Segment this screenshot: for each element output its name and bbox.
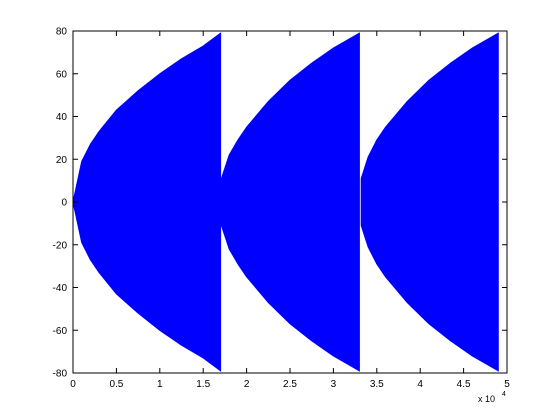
envelope-segment-3 bbox=[360, 32, 499, 372]
y-tick-label: 80 bbox=[56, 27, 68, 38]
y-tick-label: 20 bbox=[56, 155, 68, 166]
x-tick-label: 5 bbox=[504, 379, 510, 390]
x-exponent-label: x 10 bbox=[478, 394, 495, 404]
x-tick-label: 4.5 bbox=[457, 379, 471, 390]
y-tick-label: 40 bbox=[56, 112, 68, 123]
x-exponent-base: x 10 bbox=[478, 394, 495, 404]
y-tick-label: -40 bbox=[53, 283, 68, 294]
x-exponent-power: 4 bbox=[502, 391, 506, 398]
tick-layer: 0 0.5 1 1.5 2 2.5 3 3.5 4 4.5 5 -80 -60 -40 -20 0 20 40 60… bbox=[53, 27, 511, 391]
y-tick-label: -80 bbox=[53, 369, 68, 380]
x-tick-label: 3 bbox=[331, 379, 337, 390]
y-tick-label: -20 bbox=[53, 240, 68, 251]
y-tick-label: -60 bbox=[53, 326, 68, 337]
x-tick-label: 1 bbox=[157, 379, 163, 390]
envelope-segment-2 bbox=[220, 32, 360, 372]
y-tick-label: 60 bbox=[56, 69, 68, 80]
x-tick-label: 2 bbox=[244, 379, 250, 390]
x-tick-label: 0.5 bbox=[109, 379, 123, 390]
y-tick-label: 0 bbox=[61, 198, 67, 209]
series-layer bbox=[72, 32, 499, 372]
x-tick-label: 4 bbox=[417, 379, 423, 390]
x-tick-label: 1.5 bbox=[196, 379, 210, 390]
x-tick-label: 3.5 bbox=[370, 379, 384, 390]
x-tick-label: 0 bbox=[70, 379, 76, 390]
x-tick-label: 2.5 bbox=[283, 379, 297, 390]
envelope-segment-1 bbox=[72, 32, 222, 372]
